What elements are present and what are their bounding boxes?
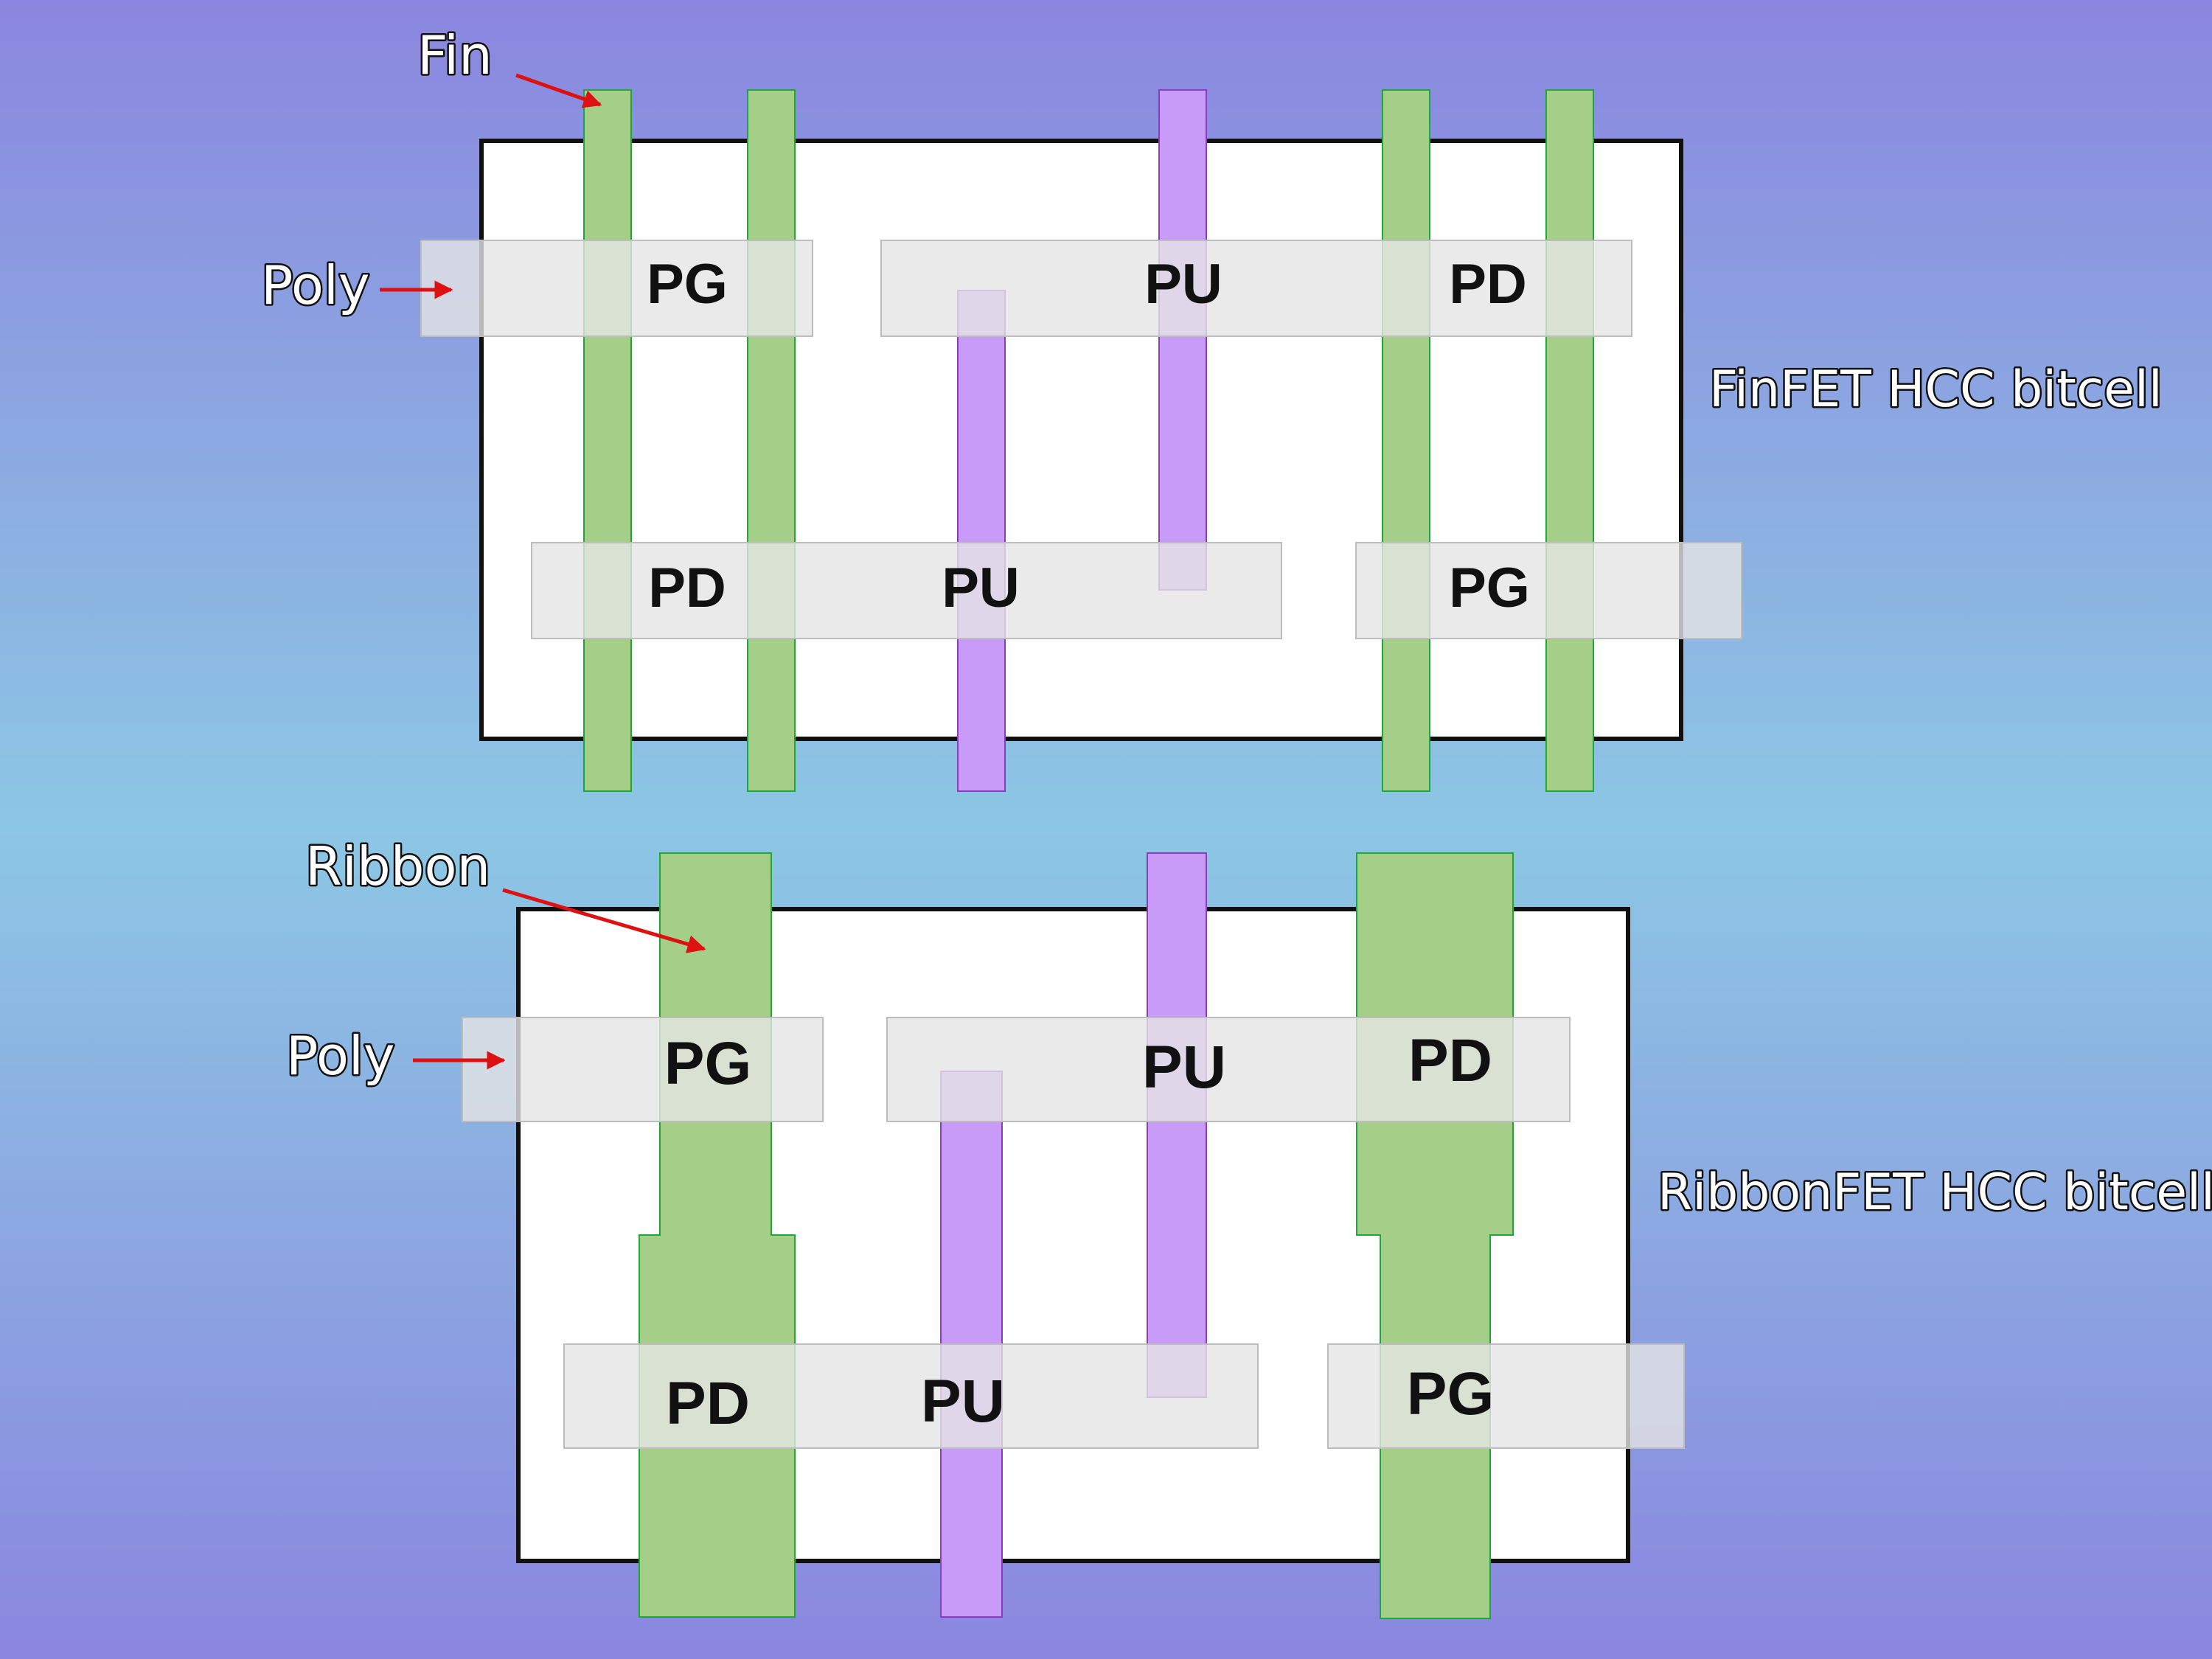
ribbonfet-bitcell: PG PU PD PD PU PG Ribbon Poly RibbonFET … bbox=[285, 834, 2212, 1619]
ribbon-p-1 bbox=[1147, 852, 1207, 1398]
ribbonfet-title: RibbonFET HCC bitcell bbox=[1658, 1164, 2212, 1222]
finfet-bitcell: PG PU PD PD PU PG Fin Poly FinFET HCC bi… bbox=[260, 23, 2164, 792]
ribbonfet-poly-gates bbox=[462, 1017, 1685, 1449]
poly-gate-bottom-right bbox=[1327, 1343, 1685, 1449]
ribbonfet-poly-annotation: Poly bbox=[286, 1025, 395, 1087]
finfet-title: FinFET HCC bitcell bbox=[1709, 361, 2163, 419]
ribbonfet-label-pu-top: PU bbox=[1142, 1034, 1226, 1101]
poly-gate-bottom-left bbox=[531, 542, 1282, 639]
finfet-label-pd-bottom: PD bbox=[648, 557, 726, 619]
finfet-cell-boundary bbox=[479, 139, 1683, 741]
ribbonfet-label-pd-bottom: PD bbox=[666, 1370, 750, 1437]
poly-gate-top-right bbox=[880, 240, 1632, 337]
ribbonfet-label-pd-top: PD bbox=[1408, 1027, 1492, 1094]
finfet-label-pd-top: PD bbox=[1449, 253, 1527, 316]
poly-gate-top-right bbox=[886, 1017, 1571, 1122]
fin-p-2 bbox=[957, 290, 1006, 792]
ribbonfet-label-pu-bottom: PU bbox=[921, 1368, 1005, 1435]
fin-n-3 bbox=[1382, 89, 1430, 792]
finfet-label-pu-bottom: PU bbox=[942, 557, 1020, 619]
poly-gate-bottom-right bbox=[1355, 542, 1742, 639]
finfet-label-pg-top: PG bbox=[647, 253, 728, 316]
fin-n-1 bbox=[583, 89, 632, 792]
ribbon-n-right bbox=[1356, 852, 1514, 1619]
ribbonfet-label-pg-bottom: PG bbox=[1407, 1360, 1494, 1427]
fin-n-4 bbox=[1545, 89, 1594, 792]
ribbon-annotation: Ribbon bbox=[305, 835, 490, 897]
finfet-fins bbox=[583, 89, 1594, 792]
poly-gate-top-left bbox=[420, 240, 813, 337]
ribbon-n-left bbox=[639, 852, 796, 1618]
fin-p-1 bbox=[1158, 89, 1207, 591]
fin-n-2 bbox=[747, 89, 796, 792]
finfet-label-pg-bottom: PG bbox=[1449, 557, 1530, 619]
finfet-label-pu-top: PU bbox=[1144, 253, 1222, 316]
fin-annotation: Fin bbox=[417, 24, 493, 86]
ribbonfet-label-pg-top: PG bbox=[664, 1030, 751, 1097]
poly-gate-bottom-left bbox=[563, 1343, 1259, 1449]
finfet-poly-gates bbox=[420, 240, 1742, 639]
finfet-poly-annotation: Poly bbox=[261, 254, 370, 316]
ribbon-arrow bbox=[502, 888, 706, 953]
poly-gate-top-left bbox=[462, 1017, 824, 1122]
fin-arrow bbox=[515, 73, 602, 108]
